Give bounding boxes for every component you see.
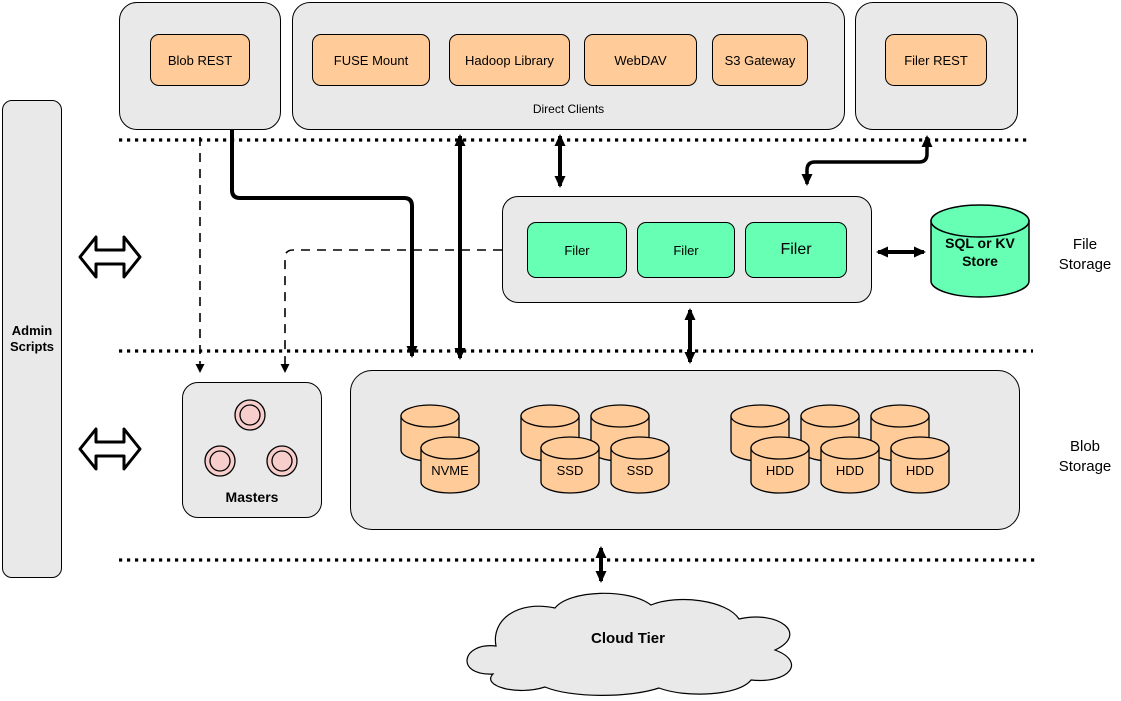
admin-blob-storage-sync-arrow-icon — [78, 427, 142, 471]
admin-scripts-panel: Admin Scripts — [2, 100, 62, 578]
filer-rest-node: Filer REST — [885, 34, 987, 86]
hdd-cylinder-3: HDD — [890, 436, 950, 494]
hdd-cylinder-2: HDD — [820, 436, 880, 494]
hdd-label: HDD — [765, 463, 795, 478]
sql-kv-store-cylinder: SQL or KV Store — [930, 204, 1030, 299]
cloud-tier-label: Cloud Tier — [591, 630, 665, 647]
filer-node-3: Filer — [745, 222, 847, 278]
master-nodes-icon — [204, 399, 298, 477]
cloud-tier-shape — [466, 592, 793, 696]
sql-kv-store-label: SQL or KV Store — [945, 235, 1015, 269]
ssd-label: SSD — [556, 463, 584, 478]
filer-to-masters-dashed-arrow — [280, 249, 502, 373]
filer-rest-to-filer-arrow — [801, 135, 933, 186]
blob-rest-to-blob-storage-arrow — [230, 130, 418, 358]
blob-rest-node: Blob REST — [150, 34, 250, 86]
nvme-cylinder: NVME — [420, 436, 480, 494]
cylinder-icon — [540, 436, 600, 494]
admin-file-storage-sync-arrow-icon — [78, 235, 142, 279]
cylinder-icon — [820, 436, 880, 494]
admin-scripts-label: Admin Scripts — [9, 323, 55, 354]
webdav-node: WebDAV — [584, 34, 697, 86]
filer-node-1: Filer — [527, 222, 627, 278]
nvme-label: NVME — [431, 463, 469, 478]
cylinder-icon — [890, 436, 950, 494]
cylinder-icon — [750, 436, 810, 494]
cylinder-icon — [420, 436, 480, 494]
hdd-label: HDD — [905, 463, 935, 478]
blob-storage-label: Blob Storage — [1058, 438, 1112, 475]
hdd-label: HDD — [835, 463, 865, 478]
direct-clients-title: Direct Clients — [532, 102, 605, 116]
hadoop-library-node: Hadoop Library — [449, 34, 570, 86]
file-storage-label: File Storage — [1058, 236, 1112, 273]
filer-node-2: Filer — [637, 222, 735, 278]
cylinder-icon — [930, 204, 1030, 298]
masters-label: Masters — [225, 489, 279, 505]
s3-gateway-node: S3 Gateway — [712, 34, 808, 86]
fuse-mount-node: FUSE Mount — [312, 34, 430, 86]
hdd-cylinder-1: HDD — [750, 436, 810, 494]
cylinder-icon — [610, 436, 670, 494]
ssd-cylinder-2: SSD — [610, 436, 670, 494]
ssd-label: SSD — [626, 463, 654, 478]
masters-group: Masters — [182, 382, 322, 518]
ssd-cylinder-1: SSD — [540, 436, 600, 494]
